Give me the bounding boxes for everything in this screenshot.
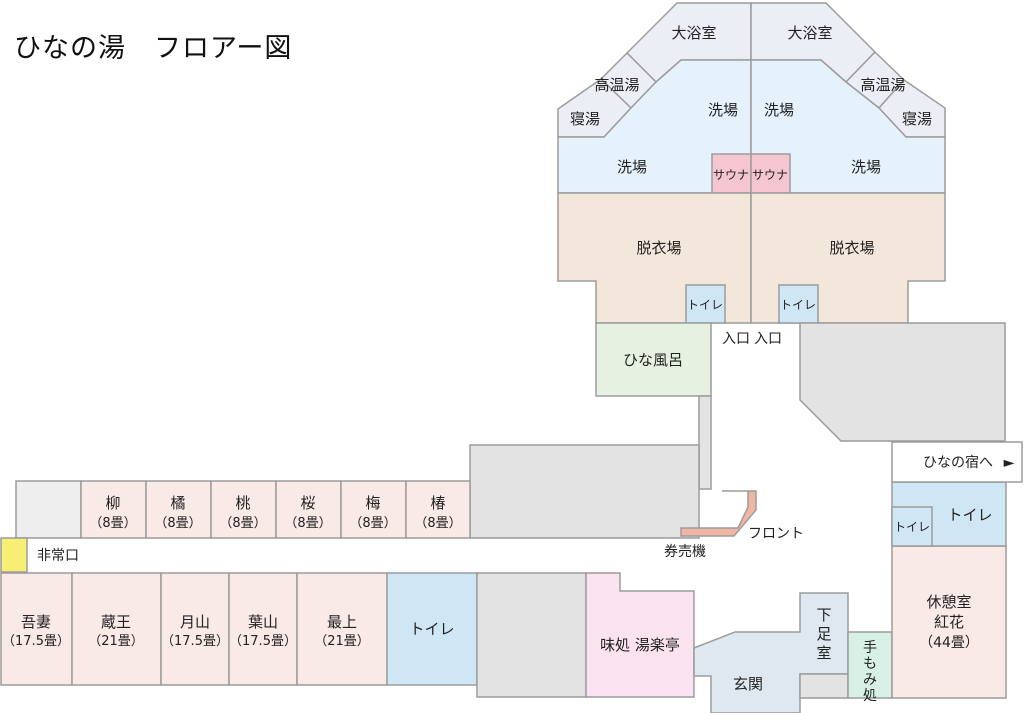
shoe-room-char-1: 下 [816, 606, 831, 624]
upper-room-6-name: 椿 [430, 494, 445, 512]
storage-lower [476, 572, 587, 698]
lower-room-3-name: 月山 [180, 613, 210, 631]
sauna-right [750, 153, 791, 194]
dressing-right-label: 脱衣場 [829, 239, 874, 257]
to-inn-label: ひなの宿へ [923, 454, 993, 471]
hot-bath-left-label: 高温湯 [594, 76, 639, 94]
lounge-line-3: （44畳） [919, 635, 979, 651]
lounge-toilet-small [891, 506, 933, 547]
lower-toilet [386, 572, 478, 686]
lounge-toilet-large-label: トイレ [947, 506, 992, 524]
sauna-left [711, 153, 752, 194]
large-bath-left-label: 大浴室 [671, 24, 716, 42]
restaurant-label: 味処 湯楽亭 [600, 636, 680, 654]
lounge [891, 545, 1007, 699]
storage-upper [469, 444, 700, 539]
upper-room-3-size: （8畳） [219, 516, 266, 531]
upper-room-4-name: 桜 [300, 494, 315, 512]
shoe-storage-gray [799, 673, 849, 699]
to-inn-arrow-icon: ► [1004, 455, 1015, 471]
upper-room-4-size: （8畳） [284, 516, 331, 531]
sauna-left-label: サウナ [713, 168, 749, 182]
lower-toilet-label: トイレ [409, 620, 454, 638]
entrance-right-label: 入口 [754, 331, 782, 347]
entrance-hall-label: 玄関 [733, 675, 763, 693]
page-title: ひなの湯 フロアー図 [14, 33, 293, 64]
lounge-line-1: 休憩室 [926, 593, 971, 611]
hina-bath-label: ひな風呂 [623, 351, 683, 369]
entrance-left-label: 入口 [722, 331, 750, 347]
emergency-exit-marker [0, 537, 28, 573]
lower-room-1-size: （17.5畳） [2, 634, 70, 649]
lower-room-5 [296, 572, 388, 686]
hina-bath [595, 322, 712, 397]
lower-room-3-size: （17.5畳） [161, 634, 229, 649]
sleep-bath-right-label: 寝湯 [902, 110, 932, 128]
upper-room-4 [275, 480, 342, 539]
to-inn-banner [891, 441, 1023, 483]
lounge-line-2: 紅花 [934, 613, 964, 631]
upper-room-blank [15, 480, 82, 539]
emergency-exit-label: 非常口 [37, 548, 79, 564]
upper-room-2-size: （8畳） [154, 516, 201, 531]
lounge-toilet-small-label: トイレ [894, 520, 930, 534]
hot-bath-right-label: 高温湯 [860, 76, 905, 94]
bath-toilet-left [685, 284, 726, 324]
corridor-pillar [698, 395, 712, 490]
upper-room-5 [340, 480, 407, 539]
sleep-bath-left-label: 寝湯 [570, 110, 600, 128]
lower-room-4 [228, 572, 298, 686]
lower-room-4-name: 葉山 [248, 613, 278, 631]
wash-lower-left-label: 洗場 [617, 158, 647, 176]
upper-room-6 [405, 480, 471, 539]
lower-room-1 [0, 572, 73, 686]
front-desk [680, 490, 757, 537]
massage-room [847, 631, 893, 699]
upper-room-3-name: 桃 [235, 494, 250, 512]
wash-upper-right-label: 洗場 [764, 101, 794, 119]
upper-room-5-size: （8畳） [349, 516, 396, 531]
massage-char-3: み [863, 672, 877, 688]
shoe-room-char-2: 足 [816, 625, 831, 643]
bath-toilet-left-label: トイレ [687, 298, 723, 312]
bath-toilet-right [778, 284, 819, 324]
front-desk-label: フロント [748, 526, 804, 542]
upper-room-5-name: 梅 [365, 494, 380, 512]
massage-char-1: 手 [863, 640, 877, 656]
shoe-room-char-3: 室 [816, 644, 831, 662]
wash-lower-right-label: 洗場 [851, 158, 881, 176]
upper-room-2-name: 橘 [170, 494, 185, 512]
lower-room-2-name: 蔵王 [101, 613, 131, 631]
lower-room-5-size: （21畳） [314, 634, 370, 649]
lower-room-1-name: 吾妻 [21, 613, 51, 631]
massage-char-4: 処 [863, 688, 877, 704]
storage-right [799, 322, 1006, 442]
sauna-right-label: サウナ [752, 168, 788, 182]
lower-room-5-name: 最上 [327, 613, 357, 631]
restaurant [585, 572, 695, 698]
wash-upper-left-label: 洗場 [708, 101, 738, 119]
upper-room-2 [145, 480, 212, 539]
massage-char-2: も [863, 656, 877, 672]
lower-room-3 [160, 572, 230, 686]
upper-room-1-size: （8畳） [89, 516, 136, 531]
upper-room-1-name: 柳 [105, 494, 120, 512]
lower-room-2-size: （21畳） [88, 634, 144, 649]
large-bath-right-label: 大浴室 [787, 24, 832, 42]
dressing-left-label: 脱衣場 [636, 239, 681, 257]
ticket-machine-label: 券売機 [664, 544, 706, 560]
lower-room-4-size: （17.5畳） [229, 634, 297, 649]
bath-toilet-right-label: トイレ [780, 298, 816, 312]
upper-room-6-size: （8畳） [414, 516, 461, 531]
lower-room-2 [71, 572, 162, 686]
